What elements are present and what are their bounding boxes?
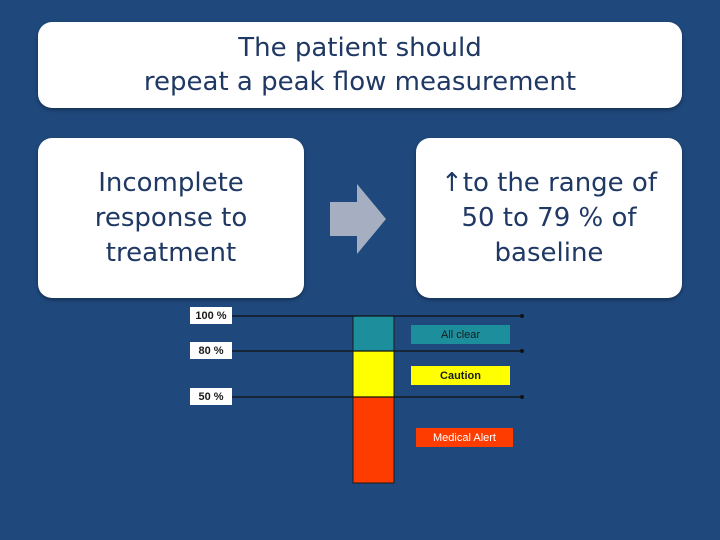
zone-tag-caution: Caution [411, 366, 510, 385]
level-label-80: 80 % [190, 342, 232, 359]
level-label-50: 50 % [190, 388, 232, 405]
range-target-text: ↑to the range of 50 to 79 % of baseline [440, 167, 657, 268]
zone-bar-caution [352, 350, 395, 398]
right-arrow-icon [330, 184, 386, 254]
zone-tag-all-clear: All clear [411, 325, 510, 344]
title-line-2: repeat a peak flow measurement [143, 67, 577, 97]
incomplete-response-text: Incomplete response to treatment [94, 167, 248, 268]
incomplete-response-box: Incomplete response to treatment [38, 138, 304, 298]
level-line-80-end [520, 349, 524, 353]
level-line-50-end [520, 395, 524, 399]
title-line-1: The patient should [238, 33, 482, 63]
zone-tag-medical-alert: Medical Alert [416, 428, 513, 447]
level-line-100-end [520, 314, 524, 318]
zone-bar-all-clear [352, 315, 395, 352]
zone-bar-medical-alert [352, 396, 395, 484]
title-box: The patient should repeat a peak flow me… [38, 22, 682, 108]
level-label-100: 100 % [190, 307, 232, 324]
level-lines [232, 314, 524, 399]
range-target-box: ↑to the range of 50 to 79 % of baseline [416, 138, 682, 298]
zone-bar [352, 315, 395, 484]
